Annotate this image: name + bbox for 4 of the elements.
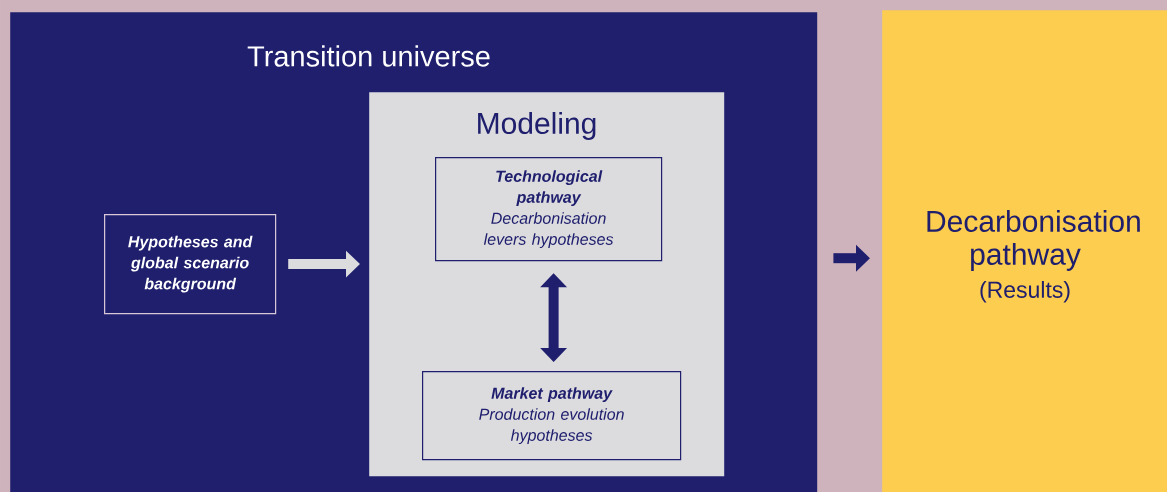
text-box: Market pathway Production evolution hypotheses: [422, 371, 682, 461]
panel: Decarbonisation pathway (Results): [882, 10, 1167, 492]
text-box: Technological pathway Decarbonisation levers hypotheses: [435, 157, 663, 262]
text-box: Hypotheses and global scenario background: [104, 214, 277, 315]
